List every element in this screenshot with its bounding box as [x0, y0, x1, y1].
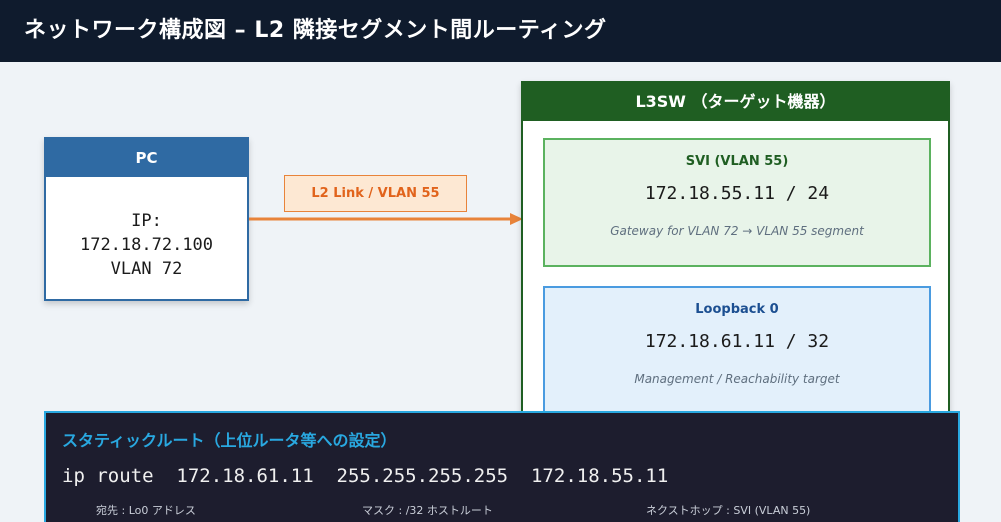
static-route-command: ip route 172.18.61.11 255.255.255.255 17…: [62, 465, 669, 487]
pc-vlan: VLAN 72: [110, 259, 183, 279]
svi-interface: SVI (VLAN 55) 172.18.55.11 / 24 Gateway …: [543, 138, 931, 267]
svi-ip: 172.18.55.11 / 24: [644, 183, 830, 204]
pc-ip-label: IP:: [131, 211, 162, 231]
l2-link-label: L2 Link / VLAN 55: [284, 175, 467, 212]
page-title: ネットワーク構成図 – L2 隣接セグメント間ルーティング: [0, 0, 1001, 62]
pc-details: IP: 172.18.72.100 VLAN 72: [46, 177, 247, 281]
pc-ip-address: 172.18.72.100: [79, 235, 214, 255]
loopback-ip: 172.18.61.11 / 32: [644, 331, 830, 352]
route-note-destination: 宛先 : Lo0 アドレス: [96, 504, 196, 517]
l3sw-title: L3SW （ターゲット機器）: [523, 83, 948, 121]
loopback-note: Management / Reachability target: [634, 372, 840, 386]
loopback-interface: Loopback 0 172.18.61.11 / 32 Management …: [543, 286, 931, 426]
svi-note: Gateway for VLAN 72 → VLAN 55 segment: [610, 224, 864, 238]
pc-node: PC IP: 172.18.72.100 VLAN 72: [44, 137, 249, 301]
route-note-mask: マスク : /32 ホストルート: [362, 504, 493, 517]
l2-link-arrow: [249, 213, 523, 225]
pc-title: PC: [46, 139, 247, 177]
static-route-panel: スタティックルート（上位ルータ等への設定） ip route 172.18.61…: [44, 411, 960, 522]
static-route-title: スタティックルート（上位ルータ等への設定）: [62, 431, 397, 450]
svi-title: SVI (VLAN 55): [685, 154, 789, 169]
route-note-nexthop: ネクストホップ : SVI (VLAN 55): [646, 504, 811, 517]
l3sw-node: L3SW （ターゲット機器） SVI (VLAN 55) 172.18.55.1…: [521, 81, 950, 441]
loopback-title: Loopback 0: [695, 302, 779, 317]
